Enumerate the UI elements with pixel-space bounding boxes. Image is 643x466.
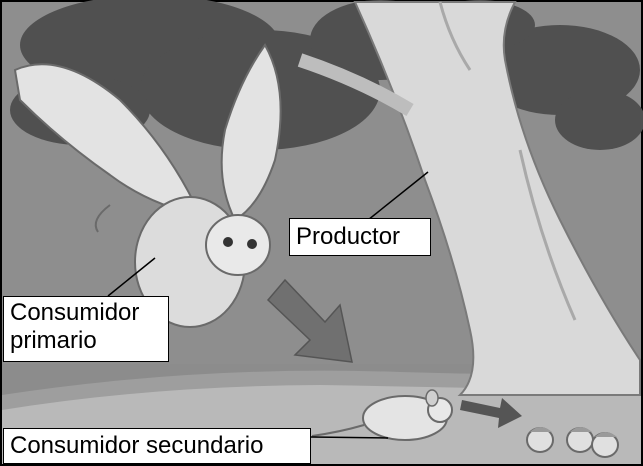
owl-eye <box>247 239 257 249</box>
bark-line <box>438 1 472 71</box>
owl-head <box>205 214 271 276</box>
owl <box>13 43 282 328</box>
primary-consumer-leader-line <box>107 257 156 297</box>
label-primary-consumer: Consumidor primario <box>3 296 169 362</box>
tree-trunk <box>353 1 641 396</box>
label-secondary-consumer: Consumidor secundario <box>3 428 311 464</box>
energy-arrow-small <box>460 398 522 428</box>
acorns <box>526 427 619 458</box>
tree-branch <box>297 53 414 117</box>
label-producer: Productor <box>289 218 431 256</box>
owl-tail <box>94 204 111 233</box>
bark-line <box>518 149 577 321</box>
energy-arrow-large <box>266 278 353 363</box>
mouse-ear <box>425 389 439 407</box>
mouse-tail <box>311 424 365 437</box>
producer-leader-line <box>367 171 429 221</box>
mouse <box>311 389 453 441</box>
owl-eye <box>223 237 233 247</box>
secondary-consumer-leader-line <box>310 436 389 439</box>
